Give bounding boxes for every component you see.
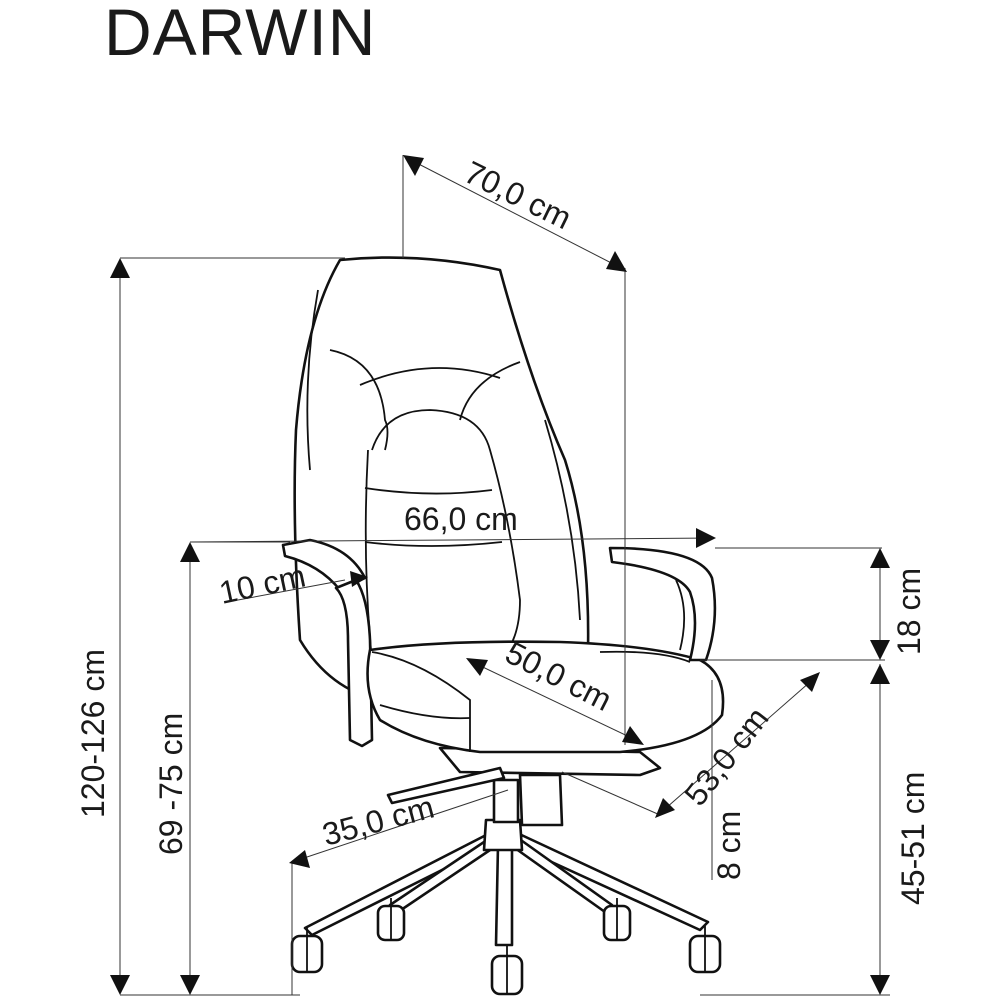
arrow-diagonal-icon [606, 251, 627, 272]
label-arm-pad: 10 cm [216, 558, 309, 611]
label-arm-floor-height: 69 -75 cm [153, 713, 189, 855]
arrow-up-icon [870, 664, 890, 684]
label-seat-thickness: 8 cm [711, 811, 747, 880]
label-arm-width: 66,0 cm [404, 501, 518, 537]
arrow-diagonal-icon [466, 658, 488, 676]
right-armrest [608, 546, 717, 662]
chair-mechanism [386, 746, 662, 827]
arrow-up-icon [870, 548, 890, 568]
left-armrest [281, 538, 374, 748]
label-arm-height: 18 cm [891, 568, 927, 655]
chair-base [290, 778, 722, 996]
label-total-height: 120-126 cm [75, 649, 111, 818]
arrow-down-icon [110, 975, 130, 995]
arrow-down-icon [870, 640, 890, 660]
label-base-radius: 35,0 cm [318, 789, 437, 853]
arrow-right-icon [696, 528, 716, 548]
arrow-down-icon [180, 975, 200, 995]
arrow-diagonal-icon [800, 672, 820, 692]
arrow-diagonal-icon [655, 798, 675, 818]
arrow-diagonal-icon [622, 726, 644, 745]
label-top-depth: 70,0 cm [459, 154, 577, 236]
arrow-diagonal-icon [350, 571, 368, 587]
arrow-diagonal-icon [289, 850, 310, 868]
chair-backrest [293, 256, 590, 702]
product-title: DARWIN [104, 0, 377, 69]
arrow-diagonal-icon [403, 155, 424, 176]
arrow-down-icon [870, 975, 890, 995]
chair-illustration [281, 256, 725, 996]
arrow-up-icon [110, 258, 130, 278]
arrow-up-icon [180, 542, 200, 562]
dimension-lines [110, 155, 890, 996]
label-seat-height: 45-51 cm [895, 772, 931, 905]
